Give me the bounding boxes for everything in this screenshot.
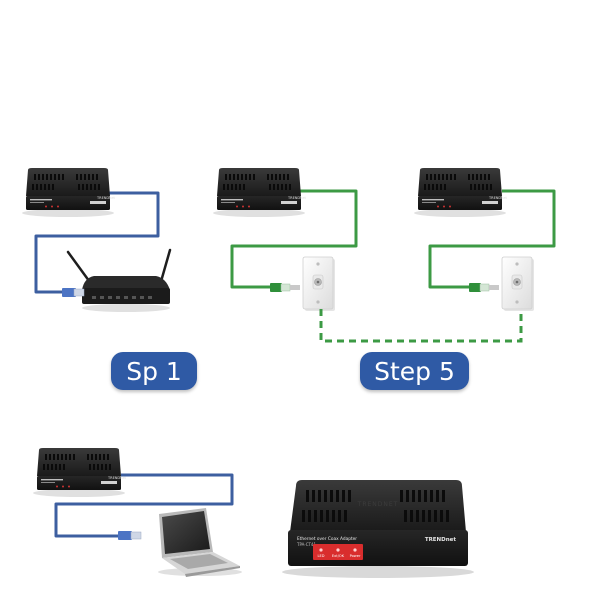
product-model: TPA-CT41	[296, 542, 316, 547]
led-label-3: Power	[350, 554, 361, 558]
product-title: Ethernet over Coax Adapter	[297, 536, 357, 542]
panel-step-d: TRENDnet	[33, 448, 242, 577]
led-indicator-2	[336, 548, 340, 552]
front-brand-label: TRENDnet	[425, 537, 457, 543]
step-badge-5: Step 5	[360, 352, 469, 390]
coax-adapter-icon	[414, 168, 506, 217]
coax-connection-dashed	[319, 309, 523, 343]
coax-adapter-icon	[33, 448, 125, 497]
step-badge-1-label: Sp 1	[126, 356, 182, 386]
lid-brand-mark: TRENDNET	[357, 501, 399, 508]
adapter-brand-label: TRENDnet	[287, 196, 306, 200]
product-photo: TRENDNET Ethernet over Coax Adapter TPA-…	[282, 480, 474, 578]
laptop-icon	[158, 508, 242, 577]
panel-step-1: TRENDnet	[22, 168, 172, 312]
led-label-2: Ext/OK	[332, 554, 345, 558]
router-icon	[66, 248, 172, 312]
wall-coax-outlet-icon	[501, 256, 535, 312]
ethernet-plug-icon	[469, 283, 499, 292]
ethernet-plug-icon	[118, 531, 142, 540]
ethernet-plug-icon	[270, 283, 300, 292]
led-indicator-3	[353, 548, 357, 552]
green-ethernet-cable-b	[230, 189, 358, 289]
coax-adapter-icon	[213, 168, 305, 217]
step-badge-5-label: Step 5	[374, 356, 455, 386]
panel-step-b: TRENDnet	[213, 168, 358, 312]
blue-ethernet-cable-d	[54, 473, 234, 538]
coax-adapter-icon	[22, 168, 114, 217]
green-ethernet-cable-c	[428, 189, 556, 289]
panel-step-c: TRENDnet	[414, 168, 556, 312]
led-indicator-1	[319, 548, 323, 552]
led-panel	[313, 544, 363, 560]
wall-coax-outlet-icon	[302, 256, 336, 312]
adapter-brand-label: TRENDnet	[96, 196, 115, 200]
blue-ethernet-cable	[34, 191, 160, 294]
adapter-brand-label: TRENDnet	[488, 196, 507, 200]
led-label-1: LED	[317, 554, 324, 558]
ethernet-plug-icon	[62, 288, 85, 297]
step-badge-1: Sp 1	[111, 352, 197, 390]
adapter-brand-label: TRENDnet	[107, 476, 126, 480]
